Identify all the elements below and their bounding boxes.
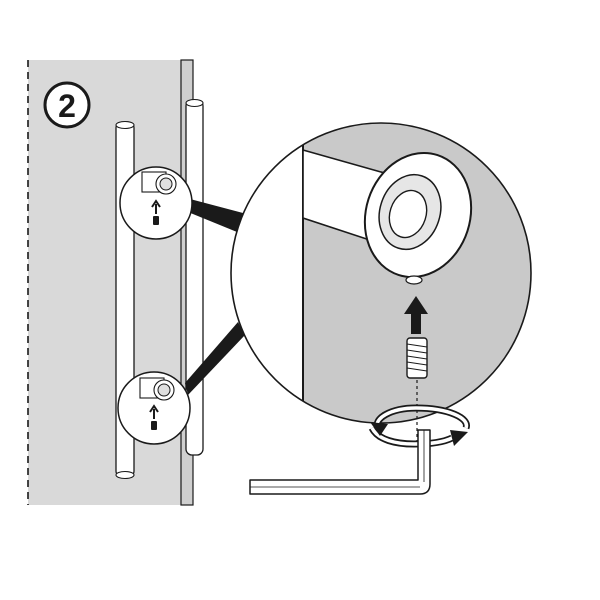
rotate-arrows-icon <box>368 404 470 448</box>
step-number: 2 <box>58 88 76 124</box>
allen-key-icon <box>249 429 431 495</box>
up-arrow-icon <box>404 296 428 334</box>
detail-circle-upper <box>119 166 193 240</box>
set-screw-icon <box>153 216 159 225</box>
up-arrow-icon <box>149 404 159 419</box>
screw-hole <box>405 275 423 285</box>
set-screw-icon <box>151 421 157 430</box>
set-screw-icon <box>406 337 428 379</box>
callout-wedge-upper <box>188 199 243 232</box>
handle-back <box>185 98 204 456</box>
zoom-detail-circle <box>230 122 532 424</box>
step-badge: 2 <box>43 81 91 129</box>
detail-circle-lower <box>117 371 191 445</box>
callout-wedge-lower <box>185 322 245 395</box>
up-arrow-icon <box>151 199 161 214</box>
